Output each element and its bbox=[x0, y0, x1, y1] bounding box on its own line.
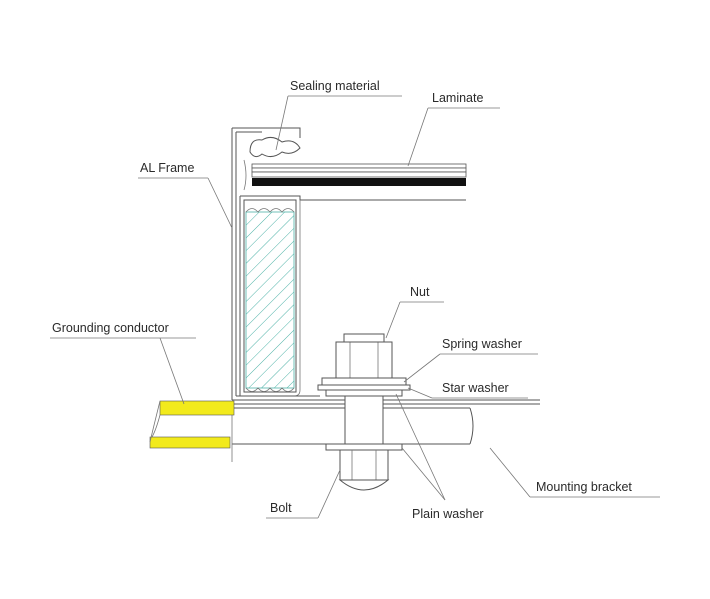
label-star-washer: Star washer bbox=[442, 381, 509, 395]
leader-lines bbox=[50, 95, 660, 519]
bolt-head bbox=[339, 449, 389, 481]
nut-body bbox=[335, 341, 393, 379]
spring-washer-part bbox=[321, 377, 407, 386]
label-sealing-material: Sealing material bbox=[290, 79, 380, 93]
grounding-conductor bbox=[149, 400, 235, 449]
label-spring-washer: Spring washer bbox=[442, 337, 522, 351]
label-plain-washer: Plain washer bbox=[412, 507, 484, 521]
star-washer-part bbox=[317, 384, 411, 391]
plain-washer-top bbox=[325, 389, 403, 397]
label-mounting-bracket: Mounting bracket bbox=[536, 480, 632, 494]
plain-washer-bottom bbox=[325, 443, 403, 451]
mounting-bracket bbox=[231, 399, 540, 462]
laminate bbox=[251, 163, 467, 186]
frame-cavity-hatch bbox=[245, 211, 295, 389]
label-nut: Nut bbox=[410, 285, 430, 299]
fastener-assembly bbox=[317, 333, 411, 491]
label-al-frame: AL Frame bbox=[140, 161, 194, 175]
label-bolt: Bolt bbox=[270, 501, 292, 515]
label-laminate: Laminate bbox=[432, 91, 483, 105]
label-grounding-conductor: Grounding conductor bbox=[52, 321, 169, 335]
sealing-material bbox=[249, 136, 301, 158]
